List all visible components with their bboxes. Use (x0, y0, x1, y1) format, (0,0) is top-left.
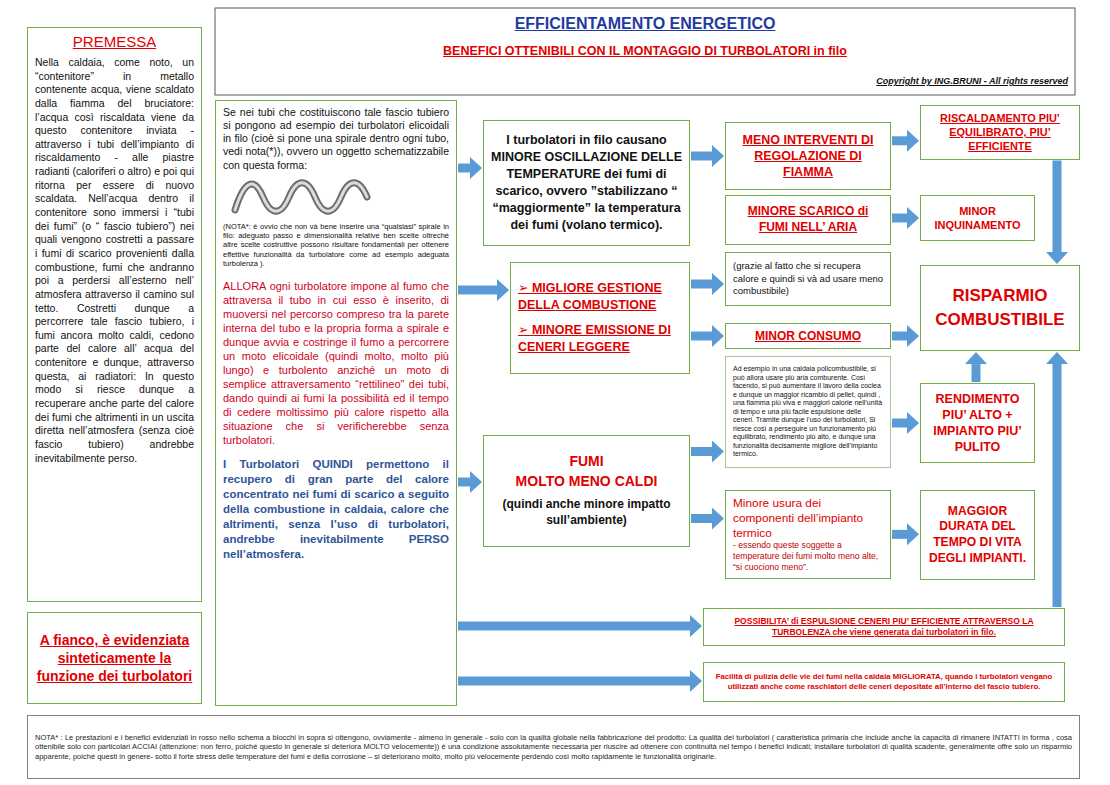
block-arrow (892, 419, 907, 428)
block-arrow (691, 280, 712, 289)
block-arrow (691, 332, 712, 341)
text-box: RISCALDAMENTO PIU’ EQUILIBRATO, PIU’ EFF… (920, 105, 1080, 160)
block-arrow (458, 478, 470, 487)
text-box: MAGGIOR DURATA DEL TEMPO DI VITA DEGLI I… (920, 490, 1035, 580)
box-text: MENO INTERVENTI DI REGOLAZIONE DI FIAMMA (733, 132, 883, 181)
text-box: FUMI MOLTO MENO CALDI (quindi anche minore… (483, 435, 690, 547)
block-arrow (1053, 161, 1062, 252)
box-text: RENDIMENTO PIU’ ALTO + IMPIANTO PIU’ PUL… (928, 391, 1027, 456)
box-text: PREMESSA (35, 33, 194, 50)
text-box: RISPARMIO COMBUSTIBILE (920, 265, 1080, 351)
text-box: Ad esempio in una caldaia policombustibi… (725, 356, 891, 468)
block-arrow (892, 214, 907, 223)
block-arrow (691, 514, 712, 523)
block-arrow (458, 164, 470, 173)
page-title: EFFICIENTAMENTO ENERGETICO (215, 15, 1075, 33)
box-text: MOLTO MENO CALDI (491, 473, 682, 489)
box-text: MINOR INQUINAMENTO (928, 204, 1027, 233)
block-arrow (1053, 364, 1062, 607)
box-text: RISCALDAMENTO PIU’ EQUILIBRATO, PIU’ EFF… (928, 111, 1072, 154)
box-text: FUMI (491, 453, 682, 469)
text-box: I turbolatori in filo causano MINORE OSC… (483, 120, 690, 246)
box-text: RISPARMIO COMBUSTIBILE (928, 284, 1072, 332)
box-text: I Turbolatori QUINDI permettono il recup… (223, 457, 449, 562)
box-text: (NOTA*: è ovvio che non và bene inserire… (223, 222, 449, 269)
block-arrow (458, 286, 497, 295)
box-text: Minore usura dei componenti dell’impiant… (733, 496, 883, 540)
header-frame (215, 8, 1075, 95)
block-arrow (892, 332, 907, 341)
box-text: (grazie al fatto che si recupera calore … (733, 260, 883, 297)
box-text: Nella caldaia, come noto, un “contenitor… (35, 56, 194, 465)
box-text: A fianco, è evidenziata sinteticamente l… (35, 631, 194, 686)
block-arrow (892, 530, 907, 539)
text-box: A fianco, è evidenziata sinteticamente l… (27, 612, 202, 704)
box-text: Ad esempio in una caldaia policombustibi… (733, 365, 883, 459)
box-text: - essendo queste soggette a temperature … (733, 540, 883, 572)
block-arrow (691, 152, 712, 161)
box-text: ➢ MINORE EMISSIONE DI CENERI LEGGERE (518, 322, 682, 356)
text-box: MINOR CONSUMO (725, 323, 891, 349)
text-box: MINORE SCARICO di FUMI NELL’ ARIA (725, 195, 891, 245)
box-text: ALLORA ogni turbolatore impone al fumo c… (223, 279, 449, 448)
box-text: ➢ MIGLIORE GESTIONE DELLA COMBUSTIONE (518, 280, 682, 314)
block-arrow (458, 622, 690, 631)
text-box: Se nei tubi che costituiscono tale fasci… (215, 100, 457, 706)
block-arrow (458, 677, 690, 686)
text-box: Minore usura dei componenti dell’impiant… (725, 490, 891, 579)
text-box: MINOR INQUINAMENTO (920, 195, 1035, 241)
box-text: MAGGIOR DURATA DEL TEMPO DI VITA DEGLI I… (928, 504, 1027, 567)
text-box: (grazie al fatto che si recupera calore … (725, 252, 891, 306)
text-box: MENO INTERVENTI DI REGOLAZIONE DI FIAMMA (725, 122, 891, 190)
spiral-illustration (231, 176, 371, 218)
text-box: NOTA* : Le prestazioni e i benefici evid… (27, 715, 1080, 779)
box-text: NOTA* : Le prestazioni e i benefici evid… (35, 733, 1072, 762)
box-text: MINORE SCARICO di FUMI NELL’ ARIA (733, 204, 883, 235)
text-box: RENDIMENTO PIU’ ALTO + IMPIANTO PIU’ PUL… (920, 383, 1035, 463)
box-text: POSSIBILITA’ di ESPULSIONE CENERI PIU’ E… (711, 616, 1057, 638)
block-arrow (691, 447, 712, 456)
box-text: I turbolatori in filo causano MINORE OSC… (491, 132, 682, 233)
text-box: Facilità di pulizia delle vie dei fumi n… (703, 662, 1065, 702)
illustration-holder (223, 172, 449, 222)
box-text: MINOR CONSUMO (733, 329, 883, 343)
box-text: Se nei tubi che costituiscono tale fasci… (223, 106, 449, 172)
block-arrow (972, 364, 981, 382)
copyright-note: Copyright by ING.BRUNI - All rights rese… (560, 76, 1068, 86)
text-box: POSSIBILITA’ di ESPULSIONE CENERI PIU’ E… (703, 608, 1065, 646)
block-arrow (892, 136, 907, 145)
box-text: Facilità di pulizia delle vie dei fumi n… (711, 672, 1057, 692)
box-text: (quindi anche minore impatto sull’ambien… (491, 497, 682, 528)
text-box: ➢ MIGLIORE GESTIONE DELLA COMBUSTIONE ➢ M… (510, 262, 690, 374)
text-box: PREMESSA Nella caldaia, come noto, un “co… (27, 27, 202, 602)
subtitle: BENEFICI OTTENIBILI CON IL MONTAGGIO DI … (215, 44, 1075, 58)
